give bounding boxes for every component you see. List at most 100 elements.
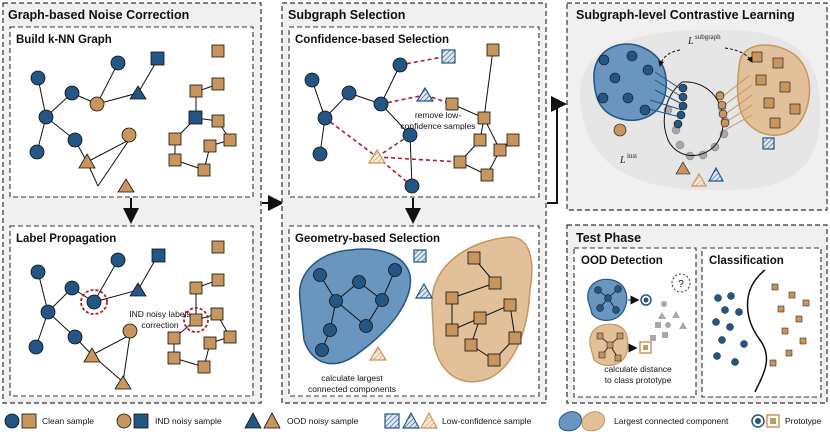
legend-clean-square-icon: [21, 413, 37, 429]
embedding-orange: [720, 118, 730, 128]
node-clean-blue: [38, 109, 54, 125]
correction-highlight-orange: [183, 307, 209, 333]
annotation-ind-noisy: IND noisy labels: [129, 309, 190, 319]
node-ind-noisy-blue: [150, 51, 165, 66]
node-clean-orange: [189, 84, 203, 98]
node-low-confidence-blue-triangle: [414, 282, 434, 299]
legend-ind-square-icon: [133, 413, 149, 429]
legend-lowconf-square-icon: [384, 413, 400, 429]
subpanel-ood-detection: OOD Detection: [573, 247, 697, 398]
node-clean-orange: [189, 281, 203, 295]
test-sample: [662, 332, 668, 338]
node-clean-blue: [612, 306, 620, 314]
legend-ood-blue-icon: [244, 412, 262, 429]
embedding-blue: [678, 92, 688, 102]
legend-item-ind-noisy: IND noisy sample: [116, 413, 222, 429]
node-clean-blue: [341, 85, 357, 101]
subpanel-title-classification: Classification: [709, 255, 784, 267]
classified-blue: [713, 352, 721, 360]
classified-orange: [799, 337, 807, 345]
classified-blue: [731, 358, 739, 366]
subpanel-title-propagation: Label Propagation: [16, 233, 116, 245]
legend-clean-circle-icon: [4, 413, 20, 429]
node-clean-blue: [609, 72, 621, 84]
node-ood-orange: [117, 178, 135, 193]
node-ind-noisy-orange: [122, 323, 138, 339]
legend-item-prototype: Prototype: [751, 414, 822, 428]
flow-arrow: [547, 96, 567, 204]
node-clean-blue: [313, 268, 327, 282]
node-clean-blue: [352, 275, 366, 289]
node-clean-blue: [67, 132, 83, 148]
legend-label-ood-noisy: OOD noisy sample: [287, 416, 359, 426]
node-clean-orange: [453, 155, 467, 169]
node-low-confidence-blue-square: [762, 137, 775, 150]
node-clean-blue: [312, 146, 328, 162]
classified-orange: [788, 291, 796, 299]
node-clean-orange: [445, 291, 459, 305]
largest-component-orange: [431, 236, 533, 383]
subpanel-classification: Classification: [701, 247, 822, 398]
node-clean-orange: [606, 341, 614, 349]
test-sample: [655, 322, 661, 328]
node-clean-orange: [473, 133, 487, 147]
legend-label-low-confidence: Low-confidence sample: [442, 416, 532, 426]
node-clean-blue: [597, 92, 609, 104]
node-clean-orange: [211, 114, 225, 128]
panel-test-phase: Test Phase OOD Detection: [566, 224, 828, 404]
node-clean-blue: [604, 294, 612, 302]
legend-prototype-circle-core: [755, 418, 761, 424]
ring-node: [675, 140, 685, 150]
node-clean-orange: [751, 51, 763, 63]
node-clean-orange: [167, 351, 181, 365]
legend-label-component: Largest connected component: [614, 416, 729, 426]
node-low-confidence-blue-square: [441, 49, 456, 64]
node-clean-blue: [315, 343, 329, 357]
embedding-blue: [678, 101, 688, 111]
node-clean-blue: [28, 339, 44, 355]
node-clean-blue: [392, 57, 408, 73]
prototype-blue-core: [643, 297, 649, 303]
node-clean-orange: [772, 57, 784, 69]
node-clean-orange: [473, 311, 487, 325]
node-clean-blue: [639, 104, 651, 116]
node-clean-orange: [211, 44, 225, 58]
subpanel-title-geometry: Geometry-based Selection: [295, 233, 440, 245]
loss-inst-symbol: L: [619, 155, 626, 166]
subpanel-confidence-selection: Confidence-based Selection: [288, 26, 540, 198]
classified-blue: [740, 340, 748, 348]
legend-item-low-confidence: Low-confidence sample: [384, 411, 532, 429]
node-clean-orange: [464, 338, 478, 352]
node-ind-noisy-orange: [613, 123, 627, 137]
node-ood-orange: [675, 161, 691, 175]
ring-node: [685, 151, 695, 161]
node-clean-orange: [763, 97, 775, 109]
legend-prototype-square-core: [770, 418, 776, 424]
test-samples: [650, 301, 687, 341]
classified-blue: [712, 318, 720, 326]
legend-item-component: Largest connected component: [558, 411, 729, 432]
legend-label-ind-noisy: IND noisy sample: [155, 416, 222, 426]
node-clean-orange: [493, 143, 507, 157]
node-clean-blue: [329, 294, 343, 308]
legend-lowconf-blue-triangle-icon: [402, 411, 420, 429]
node-clean-blue: [64, 280, 80, 296]
node-clean-orange: [203, 336, 217, 350]
loss-subgraph-symbol: L: [687, 36, 694, 47]
node-low-confidence-orange-triangle: [690, 172, 708, 187]
node-clean-orange: [503, 298, 517, 312]
legend-lowconf-orange-triangle-icon: [420, 411, 438, 429]
node-clean-blue: [30, 264, 46, 280]
subpanel-title-knn: Build k-NN Graph: [16, 34, 112, 46]
classified-blue: [727, 292, 735, 300]
embedding-blue: [673, 119, 683, 129]
node-low-confidence-orange-triangle: [368, 345, 388, 361]
node-ood-orange: [114, 375, 132, 390]
node-ood-blue: [129, 85, 147, 100]
node-clean-blue: [622, 92, 634, 104]
node-ind-noisy-orange: [89, 96, 105, 112]
node-clean-orange: [477, 111, 491, 125]
test-sample: [661, 301, 667, 307]
node-clean-blue: [359, 319, 373, 333]
embedding-orange: [717, 100, 727, 110]
